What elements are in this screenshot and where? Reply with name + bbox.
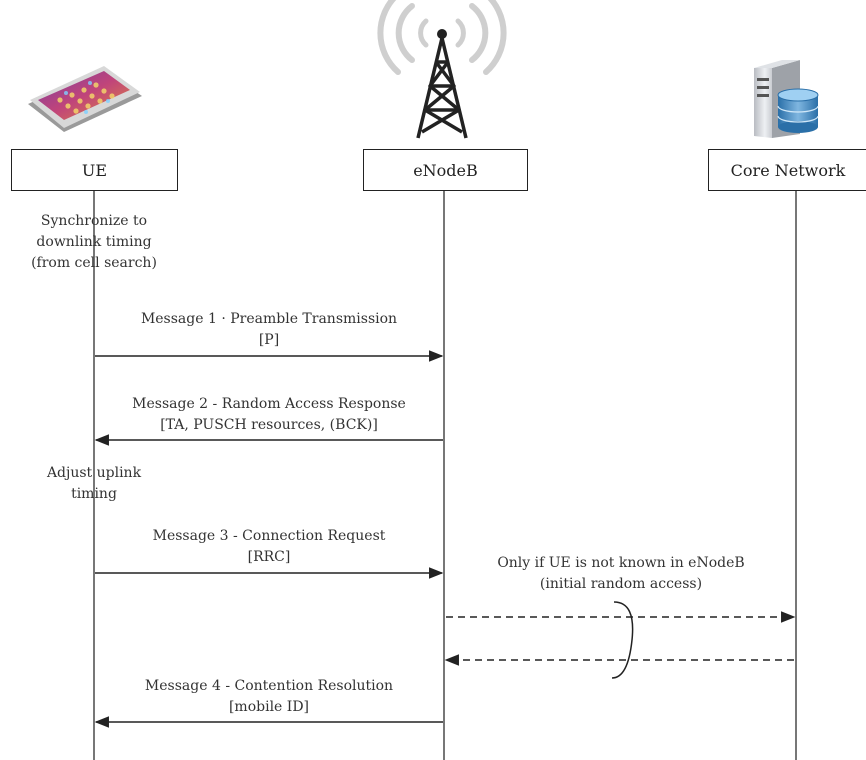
enodeb-box[interactable]: eNodeB: [363, 149, 528, 191]
adjust-uplink-note: Adjust uplink timing: [46, 465, 142, 502]
brace-bracket: [611, 601, 634, 679]
sync-note: Synchronize to downlink timing (from cel…: [31, 213, 157, 271]
enodeb-label: eNodeB: [413, 160, 478, 180]
message-3-label: Message 3 - Connection Request [RRC]: [152, 528, 386, 565]
core-network-box[interactable]: Core Network: [708, 149, 866, 191]
only-if-note: Only if UE is not known in eNodeB (initi…: [497, 555, 745, 592]
ue-box[interactable]: UE: [11, 149, 178, 191]
message-2-label: Message 2 - Random Access Response [TA, …: [132, 396, 406, 433]
message-1-label: Message 1 · Preamble Transmission [P]: [140, 311, 398, 348]
server-database-icon: [754, 60, 819, 138]
cell-tower-icon: [377, 0, 507, 139]
ue-label: UE: [81, 160, 108, 180]
core-network-label: Core Network: [730, 160, 846, 180]
smartphone-icon: [28, 66, 142, 132]
message-4-label: Message 4 - Contention Resolution [mobil…: [144, 678, 394, 715]
